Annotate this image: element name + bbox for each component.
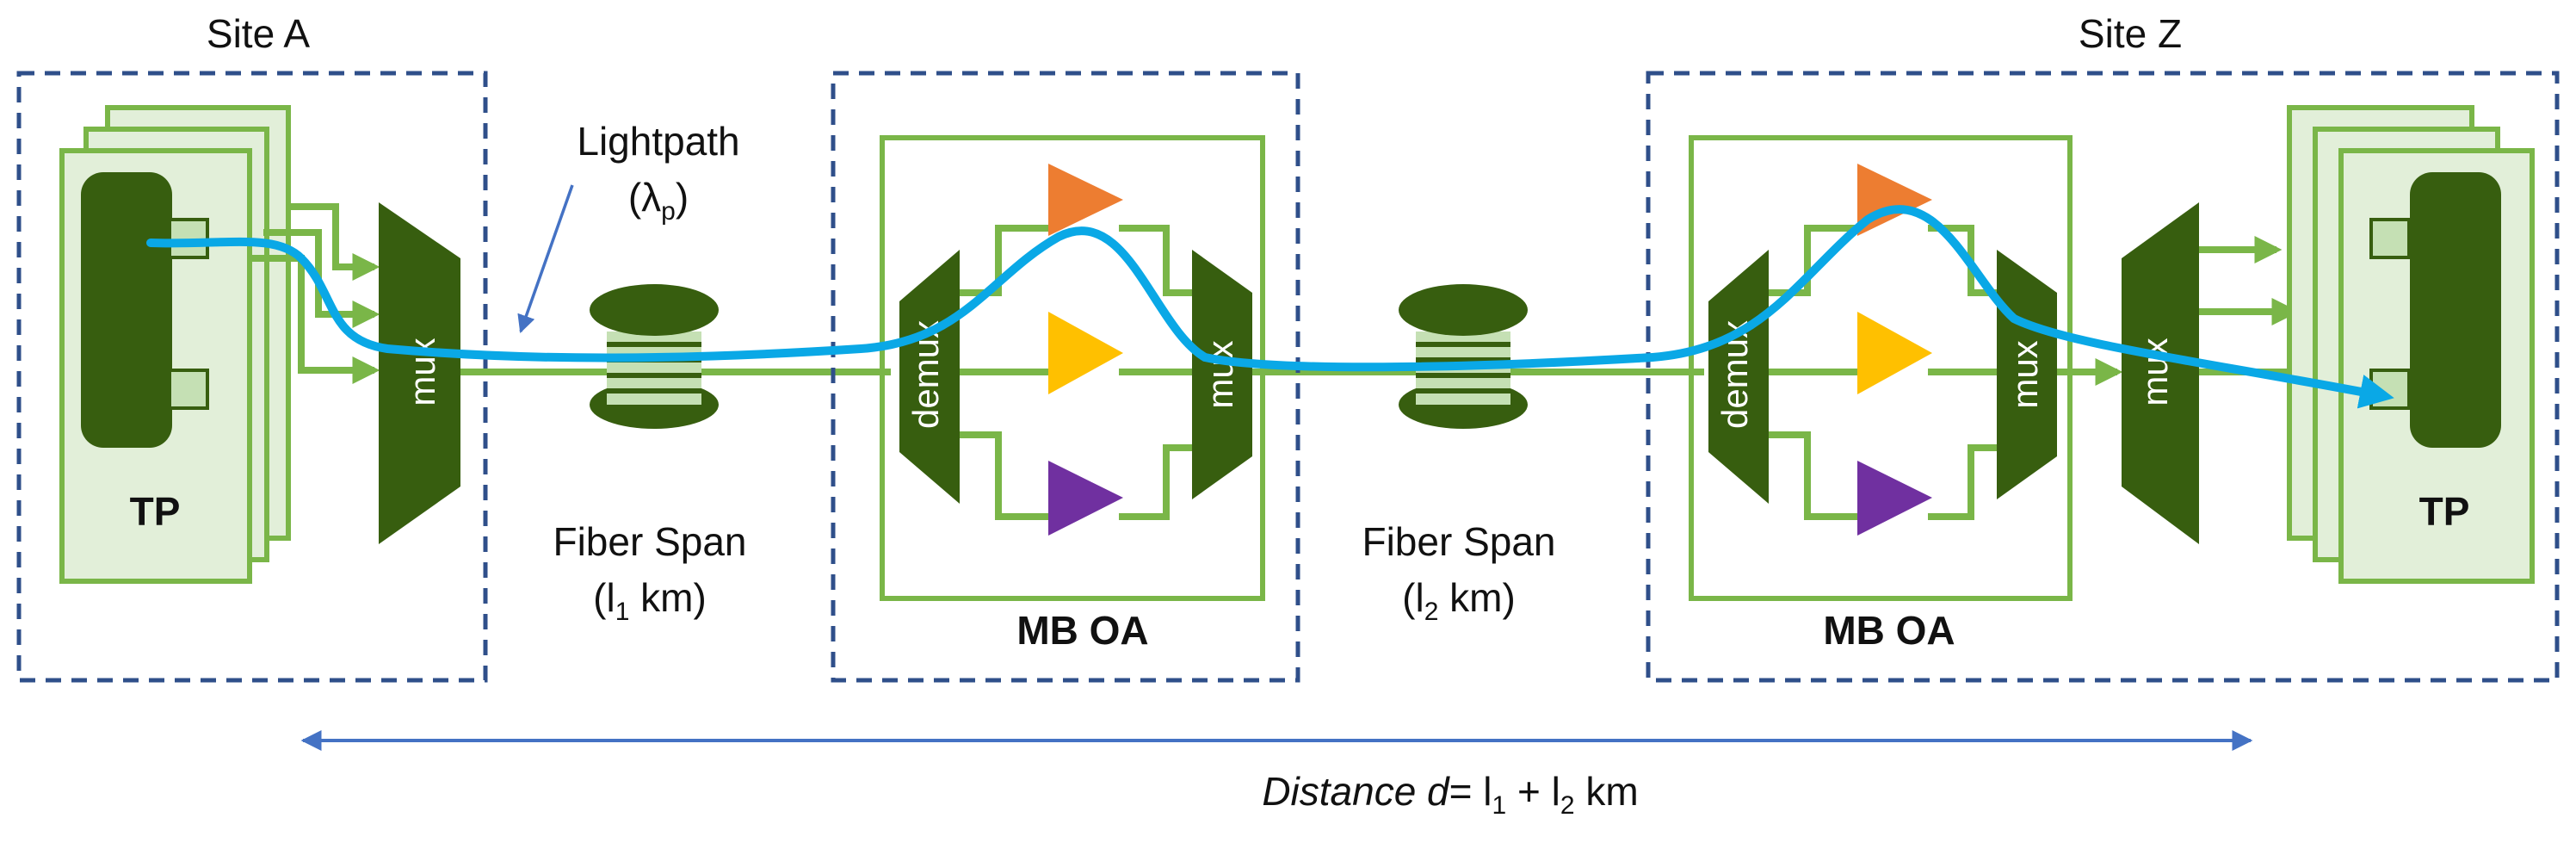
amplifier-triangle-icon — [1857, 312, 1932, 394]
mux-a — [379, 202, 460, 544]
mb-oa-2-label: MB OA — [1823, 608, 1955, 653]
amplifier-triangle-icon — [1048, 164, 1123, 236]
lightpath-pointer-arrow — [517, 184, 574, 333]
fiber-span-1-label: Fiber Span (l1 km) — [553, 519, 746, 626]
site-a-label: Site A — [207, 11, 311, 56]
fiber-span-2-label: Fiber Span (l2 km) — [1362, 519, 1555, 626]
demux-2 — [1708, 250, 1769, 504]
svg-text:Fiber Span: Fiber Span — [553, 519, 746, 564]
lightpath-curve — [146, 205, 2394, 409]
lightpath-label: Lightpath — [577, 119, 739, 164]
demux-1 — [899, 250, 960, 504]
amplifier-triangle-icon — [1048, 312, 1123, 394]
mb-oa-1-label: MB OA — [1016, 608, 1148, 653]
distance-label: Distance d= l1 + l2 km — [1262, 769, 1638, 820]
tp-label-z: TP — [2419, 489, 2470, 534]
transponder-stack-z: TP — [2287, 105, 2535, 584]
amplifier-triangle-icon — [1857, 164, 1932, 236]
mux-2-label: mux — [2005, 340, 2045, 408]
port-square — [2369, 369, 2411, 410]
port-square — [168, 369, 209, 410]
tp-label-a: TP — [130, 489, 181, 534]
transponder-card-icon — [81, 172, 172, 448]
port-square — [2369, 218, 2411, 259]
site-z-label: Site Z — [2079, 11, 2182, 56]
amplifier-triangle-icon — [1857, 461, 1932, 536]
svg-text:(l1 km): (l1 km) — [593, 575, 707, 626]
transponder-card-icon — [2410, 172, 2501, 448]
fiber-spool-icon — [590, 284, 719, 429]
mb-oa-2-inner-box — [1689, 135, 2073, 601]
fiber-spool-icon — [1399, 284, 1528, 429]
mux-1-label: mux — [1200, 340, 1240, 408]
mb-oa-1-outer-box — [831, 71, 1300, 683]
mux-1 — [1192, 250, 1252, 499]
mb-oa-1-internal-links — [960, 225, 1192, 520]
site-z-box — [1646, 71, 2560, 683]
transponder-stack-a: TP — [59, 105, 291, 584]
lambda-label: (λp) — [628, 175, 689, 226]
svg-text:(l2 km): (l2 km) — [1402, 575, 1516, 626]
mux-z — [2122, 202, 2199, 544]
svg-text:Fiber Span: Fiber Span — [1362, 519, 1555, 564]
site-a-box — [16, 71, 488, 683]
amplifier-triangle-icon — [1048, 461, 1123, 536]
